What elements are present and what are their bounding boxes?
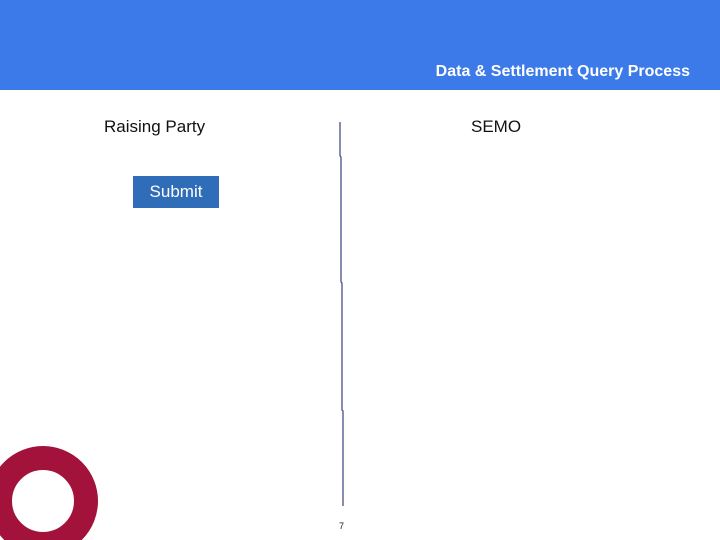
page-number: 7	[339, 521, 345, 531]
ring-logo-icon	[0, 446, 98, 540]
lane-label-raising-party: Raising Party	[104, 117, 206, 136]
submit-step-box[interactable]: Submit	[133, 176, 219, 208]
submit-step-label: Submit	[149, 182, 203, 201]
header-bar: Data & Settlement Query Process	[0, 0, 720, 90]
lane-label-semo: SEMO	[471, 117, 522, 136]
slide-title: Data & Settlement Query Process	[435, 63, 690, 80]
